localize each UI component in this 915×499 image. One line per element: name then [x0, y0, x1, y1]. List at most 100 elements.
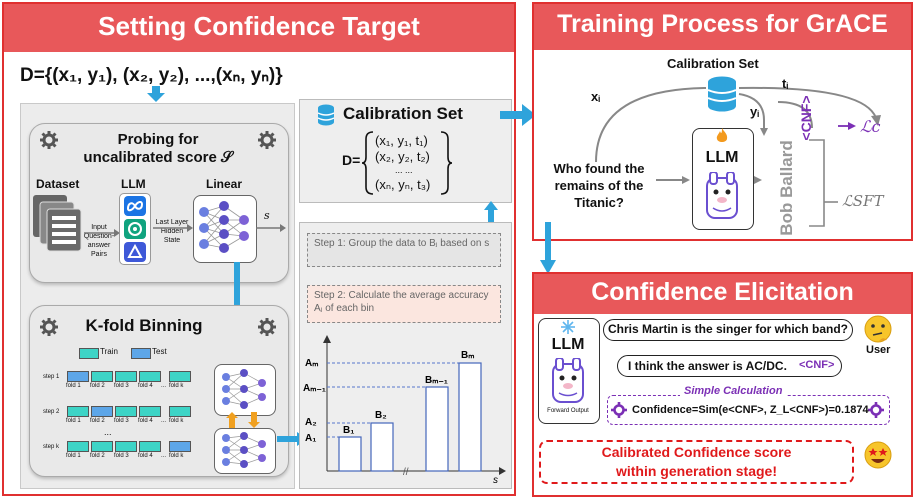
step2-text: Step 2: Calculate the average accuracy A…	[314, 290, 489, 314]
gear-icon	[40, 131, 58, 149]
fold-cell-train	[169, 371, 191, 382]
llm-label-inference: LLM	[551, 336, 585, 353]
fold-label: fold 4	[138, 418, 153, 424]
question-text: Who found the remains of the Titanic?	[553, 161, 645, 210]
step1-box: Step 1: Group the data to Bⱼ based on s	[307, 233, 501, 267]
dataset-formula: D={(x₁, y₁), (x₂, y₂), ...,(xₙ, yₙ)}	[20, 65, 283, 86]
arrow-hidden	[153, 224, 193, 232]
bin-bar	[425, 386, 449, 472]
gap-mark: //	[403, 467, 409, 478]
bar-label: Bₘ	[461, 350, 474, 361]
loss-sft: ℒSFT	[842, 192, 884, 210]
legend-test-swatch	[131, 348, 151, 359]
right-arrow-icon	[500, 104, 536, 126]
fold-cell-train	[115, 371, 137, 382]
calibration-row: (xₙ, yₙ, t₃)	[375, 177, 431, 192]
fold-label: ...	[161, 418, 167, 424]
up-arrow-icon	[484, 201, 498, 223]
fold-cell-train	[115, 441, 137, 452]
right-brace	[440, 131, 452, 195]
step-label: step k	[43, 444, 60, 450]
s-label: s	[264, 209, 270, 222]
fold-label: fold k	[169, 418, 184, 424]
y-label: A₂	[305, 417, 317, 428]
legend-train-label: Train	[100, 347, 118, 356]
probing-title-line2: uncalibrated score 𝒮	[83, 149, 233, 166]
y-label: A₁	[305, 433, 316, 444]
answer-text: I think the answer is AC/DC.	[628, 359, 787, 373]
kfold-step-dots: ...	[104, 427, 112, 437]
fold-label: fold k	[169, 383, 184, 389]
arrow-qa	[84, 229, 120, 237]
llm-label: LLM	[121, 177, 146, 191]
fold-label: fold 3	[114, 383, 129, 389]
bin-bar	[370, 422, 394, 472]
fold-label: fold 3	[114, 418, 129, 424]
meta-logo-icon	[124, 196, 146, 216]
fold-label: fold 2	[90, 453, 105, 459]
legend-train-swatch	[79, 348, 99, 359]
bar-label: B₂	[375, 410, 387, 421]
kfold-step-1: step 1 fold 1 fold 2 fold 3 fold 4 ... f…	[33, 368, 213, 398]
kfold-step-k: step k fold 1 fold 2 fold 3 fold 4 ... f…	[33, 438, 213, 468]
llama-icon	[552, 358, 584, 403]
training-title-bar	[534, 4, 911, 50]
bins-chart: A₁ A₂ Aₘ₋₁ Aₘ B₁ B₂ Bₘ₋₁ Bₘ // s	[303, 335, 506, 486]
database-icon	[317, 104, 335, 126]
openai-logo-icon	[124, 219, 146, 239]
dataset-label: Dataset	[36, 177, 80, 191]
fold-cell-train	[67, 441, 89, 452]
user-question-bubble	[603, 319, 853, 341]
qa-label: Input Question- answer Pairs	[83, 224, 115, 258]
fold-label: fold 1	[66, 383, 81, 389]
training-title: Training Process for GrACE	[557, 10, 888, 38]
cnf-token-vertical: <CNF>	[798, 95, 814, 141]
step-label: step 1	[43, 374, 60, 380]
calibration-set-prefix: D=	[342, 152, 361, 168]
llama-icon	[706, 172, 738, 219]
llm-box-inference	[538, 318, 600, 424]
user-label: User	[866, 344, 891, 356]
fold-cell-train	[139, 441, 161, 452]
answer-cnf-token: <CNF>	[799, 359, 835, 371]
fold-cell-train	[115, 406, 137, 417]
calibrated-box	[539, 440, 854, 484]
y-label: Aₘ₋₁	[303, 383, 326, 394]
step2-box: Step 2: Calculate the average accuracy A…	[307, 285, 501, 323]
linear-label: Linear	[206, 177, 243, 191]
left-brace	[362, 131, 374, 195]
calibrated-line1: Calibrated Confidence score	[601, 444, 792, 460]
calibration-set-label: Calibration Set	[667, 56, 759, 71]
neural-net-icon	[222, 432, 266, 468]
t-i-label: tᵢ	[782, 76, 789, 91]
fold-label: fold 2	[90, 418, 105, 424]
step-label: step 2	[43, 409, 60, 415]
calibration-set-box	[299, 99, 512, 203]
user-question-text: Chris Martin is the singer for which ban…	[607, 322, 849, 336]
gear-icon	[258, 131, 276, 149]
calc-title: Simple Calculation	[680, 385, 787, 397]
down-arrow-icon	[540, 222, 556, 274]
fold-label: fold 1	[66, 453, 81, 459]
fold-cell-train	[139, 371, 161, 382]
step1-text: Step 1: Group the data to Bⱼ based on s	[314, 238, 490, 249]
llm-label-training: LLM	[705, 149, 739, 166]
fold-cell-train	[67, 406, 89, 417]
fold-cell-train	[169, 406, 191, 417]
calibration-row: (x₁, y₁, t₁)	[375, 133, 428, 148]
forward-output-label: Forward Output	[547, 408, 589, 414]
gear-icon	[40, 318, 58, 336]
calibration-row: (x₂, y₂, t₂)	[375, 149, 430, 164]
fold-label: ...	[161, 453, 167, 459]
left-panel-title-bar	[4, 4, 514, 52]
model-logo-icon	[124, 242, 146, 262]
kfold-title: K-fold Binning	[85, 316, 203, 335]
fold-cell-train	[139, 406, 161, 417]
confidence-formula: Confidence=Sim(e<CNF>, Z_L<CNF>)=0.1874	[632, 404, 869, 416]
fold-label: fold 4	[138, 383, 153, 389]
gear-icon	[868, 402, 884, 418]
bin-bar	[338, 436, 362, 472]
fold-cell-train	[91, 441, 113, 452]
arrow-linear-out	[256, 224, 286, 232]
fold-cell-test	[67, 371, 89, 382]
